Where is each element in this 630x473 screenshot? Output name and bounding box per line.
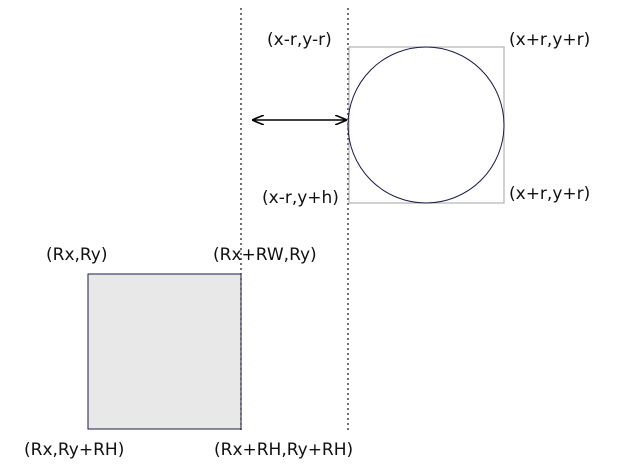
rect-top-right-label: (Rx+RW,Ry)	[213, 245, 317, 265]
rectangle-shape	[87, 273, 242, 430]
circle-shape	[347, 46, 505, 204]
circle-bottom-left-label: (x-r,y+h)	[262, 188, 339, 208]
rect-bottom-left-label: (Rx,Ry+RH)	[24, 440, 125, 460]
circle-top-left-label: (x-r,y-r)	[267, 30, 332, 50]
circle-top-right-label: (x+r,y+r)	[509, 30, 591, 50]
rect-top-left-label: (Rx,Ry)	[46, 245, 108, 265]
circle-bounding-box	[348, 46, 505, 204]
rect-bottom-right-label: (Rx+RH,Ry+RH)	[214, 440, 354, 460]
circle-bottom-right-label: (x+r,y+r)	[509, 184, 591, 204]
